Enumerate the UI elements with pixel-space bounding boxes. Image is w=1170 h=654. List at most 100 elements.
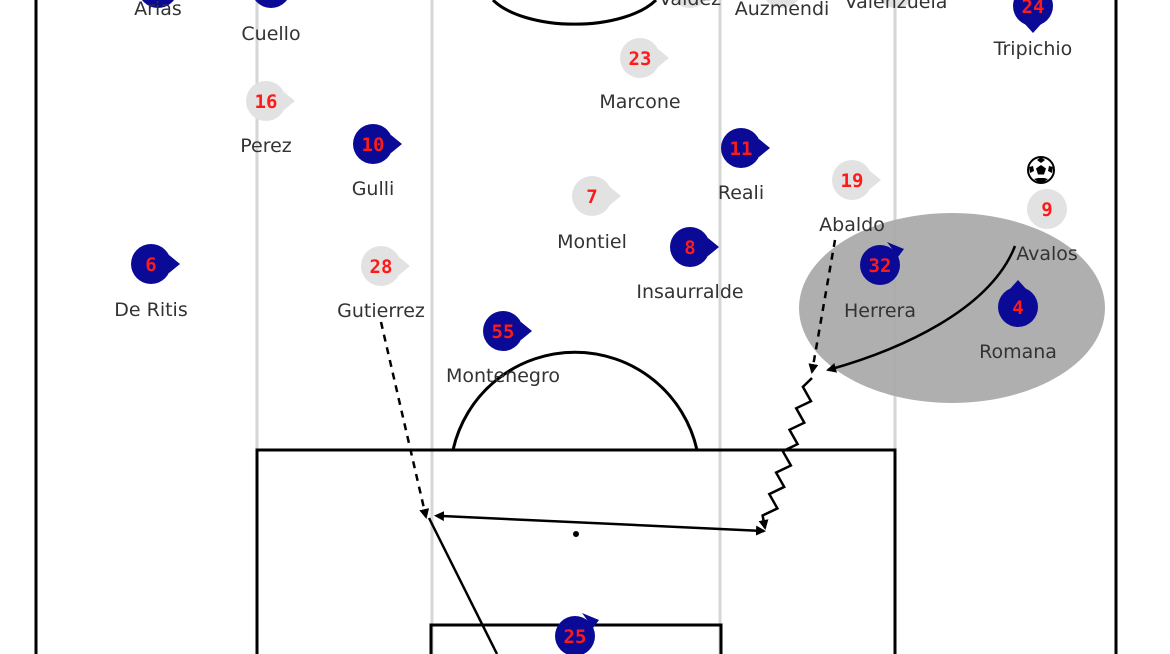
player-marker — [1013, 0, 1053, 26]
player-name: Arias — [134, 0, 182, 20]
facing-indicator — [391, 135, 402, 153]
run-arrow-keeper — [427, 517, 499, 654]
run-arrow-abaldo — [808, 239, 837, 374]
player-name: Perez — [240, 135, 292, 157]
run-arrow-gutierrez — [379, 321, 430, 519]
facing-indicator — [887, 242, 904, 257]
player-number: 8 — [684, 237, 695, 259]
player-arias: Arias — [134, 0, 182, 20]
facing-indicator — [610, 187, 621, 205]
player-marker — [361, 246, 401, 286]
player-marker — [483, 311, 523, 351]
player-number: 19 — [841, 170, 864, 192]
player-number: 25 — [564, 626, 587, 648]
player-name: Cuello — [241, 23, 300, 45]
player-name: Gulli — [352, 178, 395, 200]
double-arrow-box — [434, 511, 766, 536]
player-marker — [142, 0, 174, 8]
player-marker — [721, 128, 761, 168]
player-name: Herrera — [844, 300, 916, 322]
player-auzmendi: Auzmendi — [735, 0, 830, 20]
player-name: Avalos — [1016, 243, 1078, 265]
player-number: 9 — [1041, 199, 1052, 221]
player-name: Romana — [979, 341, 1057, 363]
player-name: Tripichio — [993, 38, 1073, 60]
player-number: 55 — [492, 321, 515, 343]
player-name: Gutierrez — [337, 300, 425, 322]
player-name: De Ritis — [114, 299, 187, 321]
pitch-markings — [34, 0, 1118, 654]
player-marker — [766, 0, 798, 8]
facing-indicator — [284, 92, 295, 110]
player-name: Abaldo — [819, 214, 885, 236]
player-number: 11 — [730, 138, 753, 160]
player-marker — [255, 0, 287, 8]
player-name: Reali — [718, 182, 764, 204]
player-number: 24 — [1022, 0, 1045, 18]
player-marker — [670, 227, 710, 267]
player-marker — [674, 0, 706, 8]
player-number: 32 — [869, 255, 892, 277]
player-marker — [246, 81, 286, 121]
player-valenzuela: Valenzuela — [845, 0, 948, 13]
player-name: Marcone — [599, 91, 680, 113]
facing-indicator — [708, 238, 719, 256]
player-number: 7 — [586, 186, 597, 208]
player-number: 10 — [362, 134, 385, 156]
facing-indicator — [399, 257, 410, 275]
player-number: 4 — [1012, 297, 1023, 319]
player-marker — [998, 287, 1038, 327]
facing-indicator — [1024, 23, 1042, 33]
player-name: Valdez — [659, 0, 721, 10]
player-marker — [1027, 189, 1067, 229]
pass-arrow-avalos — [826, 245, 1017, 373]
player-valdez: Valdez — [659, 0, 721, 10]
player-name: Valenzuela — [845, 0, 948, 13]
movement-arrows — [379, 239, 1017, 654]
facing-indicator — [759, 139, 770, 157]
player-marker — [880, 0, 912, 8]
player-de-ritis: 6 De Ritis — [114, 244, 188, 321]
player-marker — [832, 160, 872, 200]
player-marker — [131, 244, 171, 284]
facing-indicator — [658, 49, 669, 67]
lane-lines — [255, 0, 897, 654]
player-number: 6 — [145, 254, 156, 276]
player-number: 16 — [255, 91, 278, 113]
player-marker — [860, 245, 900, 285]
player-name: Insaurralde — [636, 281, 743, 303]
player-marker — [572, 176, 612, 216]
facing-indicator — [582, 613, 599, 628]
player-marker — [353, 124, 393, 164]
player-cuello: Cuello — [241, 0, 301, 45]
player-marker — [620, 38, 660, 78]
centre-circle — [491, 0, 658, 26]
player-name: Auzmendi — [735, 0, 830, 20]
player-number: 28 — [370, 256, 393, 278]
dribble-arrow-zigzag — [758, 377, 813, 530]
player-number: 23 — [629, 48, 652, 70]
player-name: Montiel — [557, 231, 627, 253]
facing-indicator — [870, 171, 881, 189]
player-name: Montenegro — [446, 365, 560, 387]
facing-indicator — [521, 322, 532, 340]
penalty-arc — [451, 350, 699, 451]
penalty-spot — [573, 531, 579, 537]
player-no-25: 25 — [555, 613, 599, 654]
player-marker — [555, 616, 595, 654]
